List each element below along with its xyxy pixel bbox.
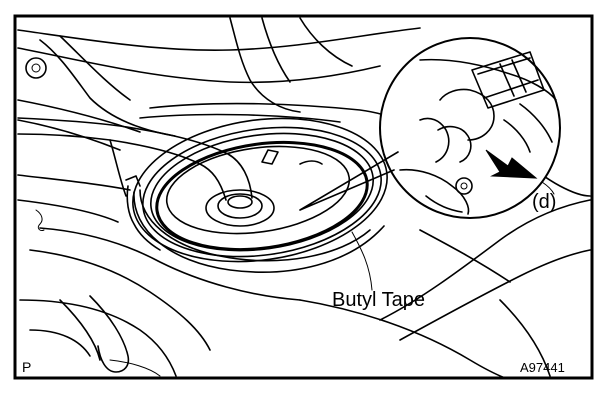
butyl-tape-label: Butyl Tape xyxy=(332,289,425,311)
callout-leader-line xyxy=(541,181,555,195)
figure-frame xyxy=(13,14,594,380)
view-marker-label: P xyxy=(22,359,31,375)
connector-detail-inset xyxy=(299,37,561,219)
callout-d-label: (d) xyxy=(532,191,556,213)
figure-id-label: A97441 xyxy=(520,360,565,375)
tape-leader-line xyxy=(351,231,373,291)
fuel-pump-assembly-drawing xyxy=(17,117,388,273)
